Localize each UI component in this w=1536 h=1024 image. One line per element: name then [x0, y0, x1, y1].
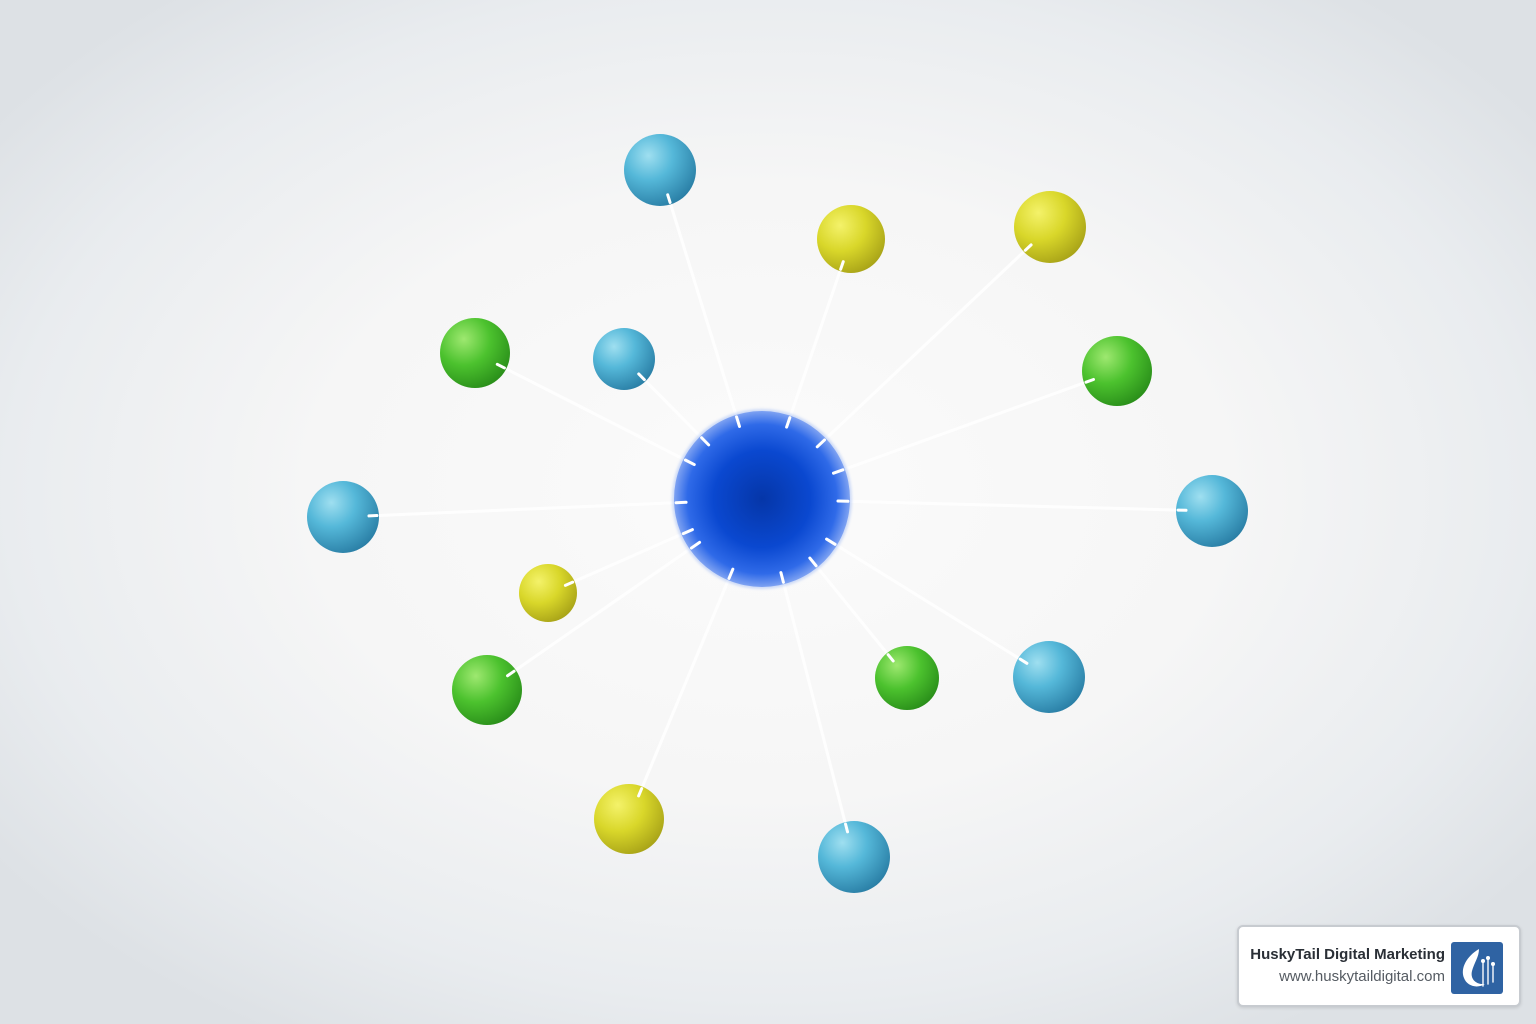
diagram-nodes: [307, 134, 1248, 893]
node-connector-tick: [666, 193, 672, 204]
hub-connector-tick: [808, 556, 818, 568]
blue-node: [1013, 641, 1085, 713]
node-connector-tick: [1084, 377, 1095, 384]
watermark-company-name: HuskyTail Digital Marketing: [1250, 946, 1445, 963]
node-connector-tick: [637, 372, 646, 382]
node-connector-tick: [563, 580, 575, 587]
connector-line: [835, 379, 1092, 474]
node-connector-tick: [637, 787, 644, 798]
blue-node: [593, 328, 655, 390]
green-node: [452, 655, 522, 725]
hub-connector-tick: [727, 567, 735, 580]
connector-line: [640, 375, 708, 444]
connector-line: [828, 539, 1026, 663]
blue-node: [818, 821, 890, 893]
hub-node: [674, 411, 850, 587]
hub-connector-tick: [681, 528, 694, 536]
yellow-node: [519, 564, 577, 622]
connector-line: [509, 543, 698, 675]
watermark-url: www.huskytaildigital.com: [1279, 968, 1445, 985]
connector-line: [638, 571, 733, 794]
watermark-text: HuskyTail Digital Marketing www.huskytai…: [1250, 945, 1445, 989]
hub-connector-tick: [825, 537, 837, 546]
connector-line: [810, 559, 893, 660]
connector-line: [667, 197, 740, 425]
connector-line: [499, 364, 693, 465]
hub-connector-tick: [815, 438, 827, 449]
node-connector-tick: [886, 653, 895, 663]
company-watermark: HuskyTail Digital Marketing www.huskytai…: [1237, 925, 1521, 1007]
connector-line: [840, 499, 1184, 512]
connector-line: [786, 263, 844, 425]
node-connector-tick: [844, 822, 850, 834]
hub-connector-tick: [700, 436, 711, 447]
node-connector-tick: [1023, 243, 1033, 252]
yellow-node: [817, 205, 885, 273]
hub-connector-tick: [785, 416, 792, 429]
green-node: [440, 318, 510, 388]
hub-connector-tick: [683, 458, 696, 467]
hub-connector-tick: [779, 571, 785, 584]
node-connector-tick: [1018, 657, 1029, 665]
yellow-node: [594, 784, 664, 854]
blue-node: [1176, 475, 1248, 547]
node-connector-tick: [495, 362, 506, 370]
green-node: [875, 646, 939, 710]
connector-line: [371, 500, 684, 518]
green-node: [1082, 336, 1152, 406]
connector-line: [780, 574, 849, 830]
node-connector-tick: [506, 669, 516, 678]
node-connector-tick: [839, 260, 845, 271]
yellow-node: [1014, 191, 1086, 263]
hub-connector-tick: [831, 468, 845, 475]
hub-connector-tick: [735, 415, 741, 428]
blue-node: [624, 134, 696, 206]
hub-connector-tick: [689, 540, 702, 550]
husky-tail-logo-icon: [1451, 942, 1503, 994]
connector-line: [818, 246, 1030, 446]
connector-line: [567, 529, 691, 586]
blue-node: [307, 481, 379, 553]
